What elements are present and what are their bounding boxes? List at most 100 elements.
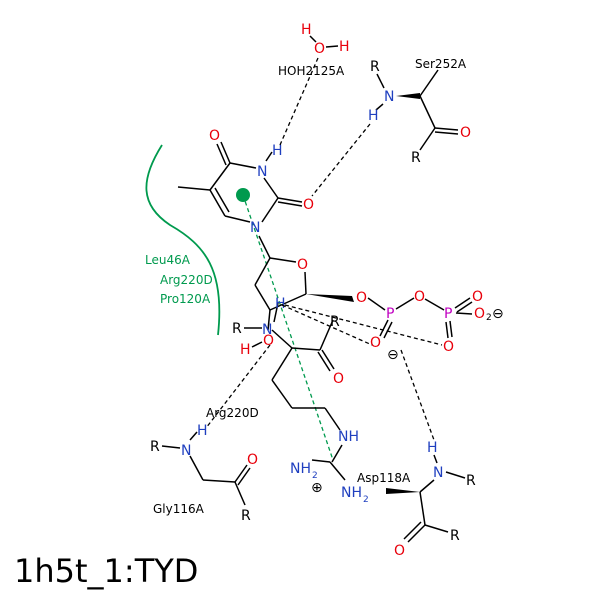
bridge-o-atom: O [414,289,425,305]
water-bond [309,35,317,43]
hbond-water-thymine [279,57,319,146]
ser-nh-bond [375,103,384,111]
sugar-bond-5 [269,293,307,311]
residue-label-asp: Asp118A [357,471,411,485]
asp-wedge-bond [386,488,420,494]
guanidine-bond-3 [329,461,346,481]
residue-label-water: HOH2125A [278,64,345,78]
gly-bond [161,445,181,449]
guanidine-bond-2 [311,459,331,463]
arg-bond-2 [271,329,293,349]
sugar-o-atom: O [297,257,308,273]
ser-r-atom: R [370,59,380,75]
water-h-atom: H [301,22,312,38]
arg-bond-4 [319,319,334,351]
gly-r2-atom: R [241,508,251,524]
sugar-bond-6 [267,309,271,331]
p2-o-atom: O [472,289,483,305]
ser-bond-3 [419,95,436,129]
o3-h-bond [251,341,263,348]
asp-n-atom: N [433,465,443,481]
p1-o-bond-2 [383,321,393,339]
p1-o-bond [379,319,389,337]
hbond-arg-phosphate-2 [281,304,373,346]
ser-n-atom: N [384,89,394,105]
arg-o-atom: O [333,371,344,387]
thymine-carbonyl-2 [216,143,227,166]
ring-bond-3 [261,197,279,223]
gly-carbonyl [234,464,248,483]
ser-bond-4 [419,127,436,151]
hbond-arg-phosphate [284,304,443,346]
hydrophobic-contact-arc [145,144,221,336]
ligand-title: 1h5t_1:TYD [14,552,199,590]
arg-chain-4 [324,407,341,431]
arg-bond-3 [291,347,321,351]
arg-n-atom: N [262,322,272,338]
sugar-bond-2 [304,271,307,295]
residue-label-leu: Leu46A [145,253,191,267]
phosphate-bond-2 [395,297,415,310]
thymine-c2-carbonyl-2 [277,201,303,207]
hbond-ser-thymine [311,123,371,197]
ring-bond-2 [263,177,279,199]
sugar-o3-atom: O [263,333,274,349]
phosphate-o5-atom: O [356,290,367,306]
sugar-h-atom: H [240,342,251,358]
phosphate-bond-3 [424,298,445,311]
hbond-gly-sugar [205,344,271,429]
asp-bond-2 [419,479,435,493]
ring-bond-4 [224,215,251,223]
thymine-n1-atom: N [250,220,260,236]
water-h2-atom: H [339,39,350,55]
aromatic-ring-centroid [236,188,250,202]
ser-bond-2 [419,69,439,97]
p2-o2-atom: O [474,306,485,322]
arg-h-atom: H [275,296,286,312]
p2-o-bond-3 [455,312,473,315]
thymine-methyl [177,186,211,191]
ring-bond [229,162,257,169]
arg-chain [271,347,293,381]
arg-carbonyl [321,349,335,370]
gly-bond-3 [202,479,236,483]
ser-bond [376,73,385,89]
asp-bond-3 [419,491,426,526]
thymine-c2-carbonyl [277,197,303,203]
arg-r-atom: R [232,321,242,337]
water-o-atom: O [314,41,325,57]
asp-h-atom: H [427,440,438,456]
arg-nh-bond [273,302,279,323]
residue-label-arg-hbond: Arg220D [206,406,259,420]
asp-o-atom: O [394,543,405,559]
residue-label-gly: Gly116A [153,502,205,516]
thymine-h-atom: H [272,143,283,159]
ring-bond-6 [209,162,231,191]
asp-nh-bond [433,454,438,464]
p2-o-bond [454,297,471,309]
residue-label-pro: Pro120A [160,292,211,306]
gly-nh-bond [189,431,198,441]
ring-bond-5 [209,189,226,217]
gly-n-atom: N [181,443,191,459]
ser-o-atom: O [460,125,471,141]
thymine-o2-atom: O [303,197,314,213]
arg-ne-atom: NH [338,429,359,445]
thymine-carbonyl [220,141,231,164]
guanidine-bond [331,444,343,463]
thymine-o4-atom: O [209,128,220,144]
arg-chain-2 [271,379,293,409]
pi-cation-contact-line [242,194,334,461]
arg-nh2-sub: 2 [312,471,318,481]
hbond-asp-phosphate [400,349,435,441]
arg-nh2-atom: NH [290,461,311,477]
asp-bond [445,471,466,479]
ring-bond-5b [214,187,230,213]
p1-o-atom: O [370,335,381,351]
p2-o-bond-5 [445,321,449,339]
p2-o3-atom: O [443,339,454,355]
phosphorus-atom-1: P [386,306,394,322]
guanidinium-charge: ⊕ [311,480,323,496]
